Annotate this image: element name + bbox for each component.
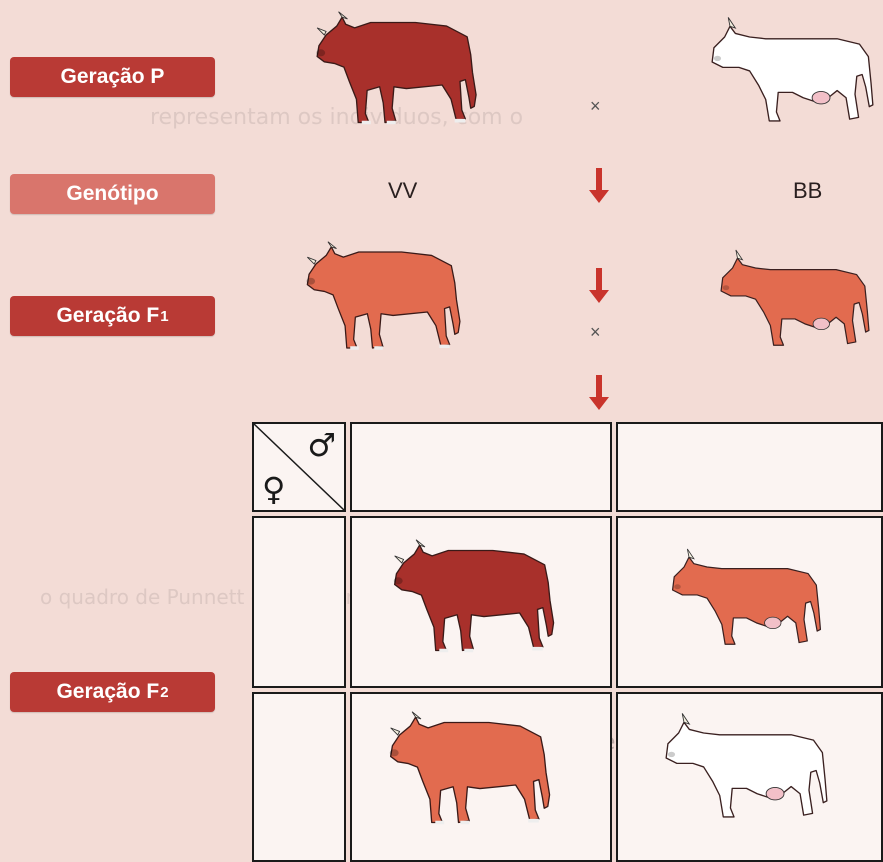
down-arrow-icon [588, 268, 610, 304]
punnett-cell-2-2 [616, 692, 883, 862]
punnett-cell-1-2 [616, 516, 883, 688]
punnett-female-header-1 [252, 516, 346, 688]
female-symbol-icon: ♀ [262, 470, 285, 508]
cross-symbol-f1: × [590, 322, 601, 343]
punnett-female-header-2 [252, 692, 346, 862]
genotype-label: Genótipo [10, 174, 215, 214]
male-symbol-icon: ♂ [307, 426, 336, 464]
punnett-cell-1-1 [350, 516, 612, 688]
punnett-corner-cell: ♂ ♀ [252, 422, 346, 512]
generation-p-label: Geração P [10, 57, 215, 97]
f2-dark-red-bull [380, 538, 570, 663]
f2-red-bull [376, 710, 566, 835]
f1-red-bull [292, 240, 477, 360]
punnett-male-header-2 [616, 422, 883, 512]
down-arrow-icon [588, 168, 610, 204]
genotype-left: VV [388, 178, 417, 204]
parent-dark-red-bull [300, 10, 495, 135]
f2-white-cow [654, 708, 839, 833]
punnett-male-header-1 [350, 422, 612, 512]
genotype-right: BB [793, 178, 822, 204]
punnett-cell-2-1 [350, 692, 612, 862]
down-arrow-icon [588, 375, 610, 411]
f2-red-cow-1 [654, 544, 839, 659]
parent-white-cow [700, 12, 883, 137]
cross-symbol-p: × [590, 96, 601, 117]
f1-red-cow [705, 245, 883, 360]
